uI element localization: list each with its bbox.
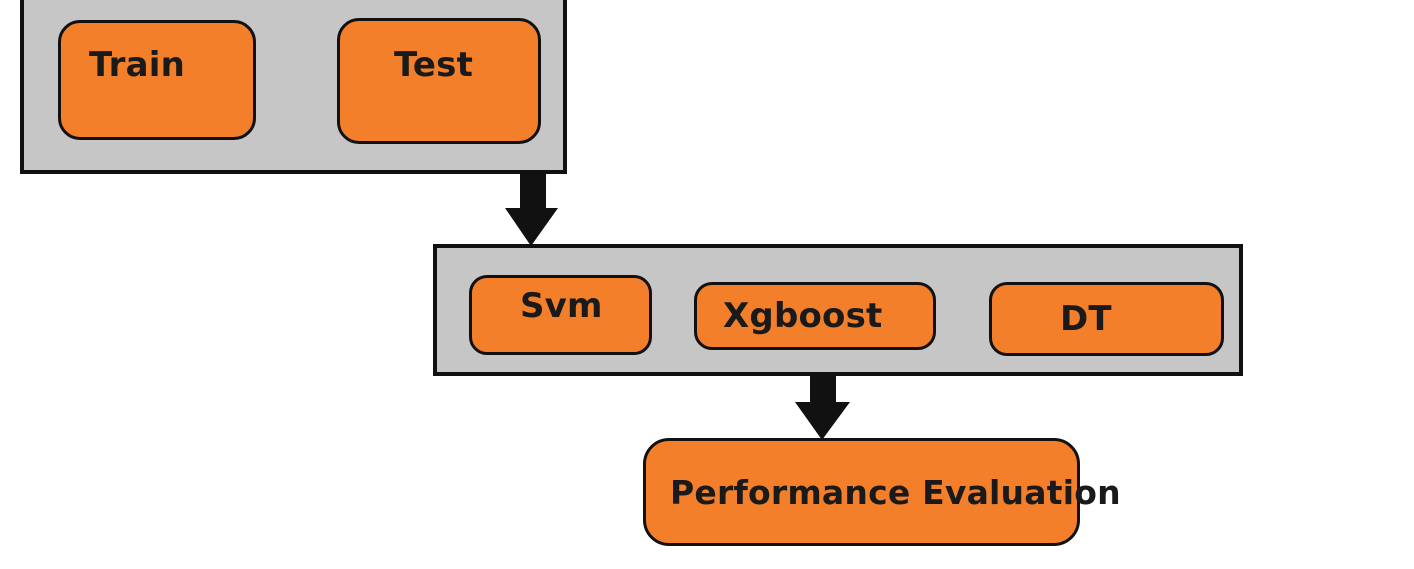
xgboost-node: Xgboost (694, 282, 936, 350)
svm-node: Svm (469, 275, 652, 355)
test-node: Test (337, 18, 541, 144)
performance-evaluation-label: Performance Evaluation (670, 472, 1121, 512)
train-node: Train (58, 20, 256, 140)
test-label: Test (394, 45, 474, 85)
train-label: Train (89, 45, 186, 85)
arrow-models-to-evaluation (795, 376, 850, 440)
dt-node: DT (989, 282, 1224, 356)
xgboost-label: Xgboost (723, 296, 883, 336)
arrow-split-to-models (505, 172, 558, 246)
performance-evaluation-node: Performance Evaluation (643, 438, 1121, 546)
svm-label: Svm (520, 286, 603, 326)
dt-label: DT (1060, 299, 1112, 339)
